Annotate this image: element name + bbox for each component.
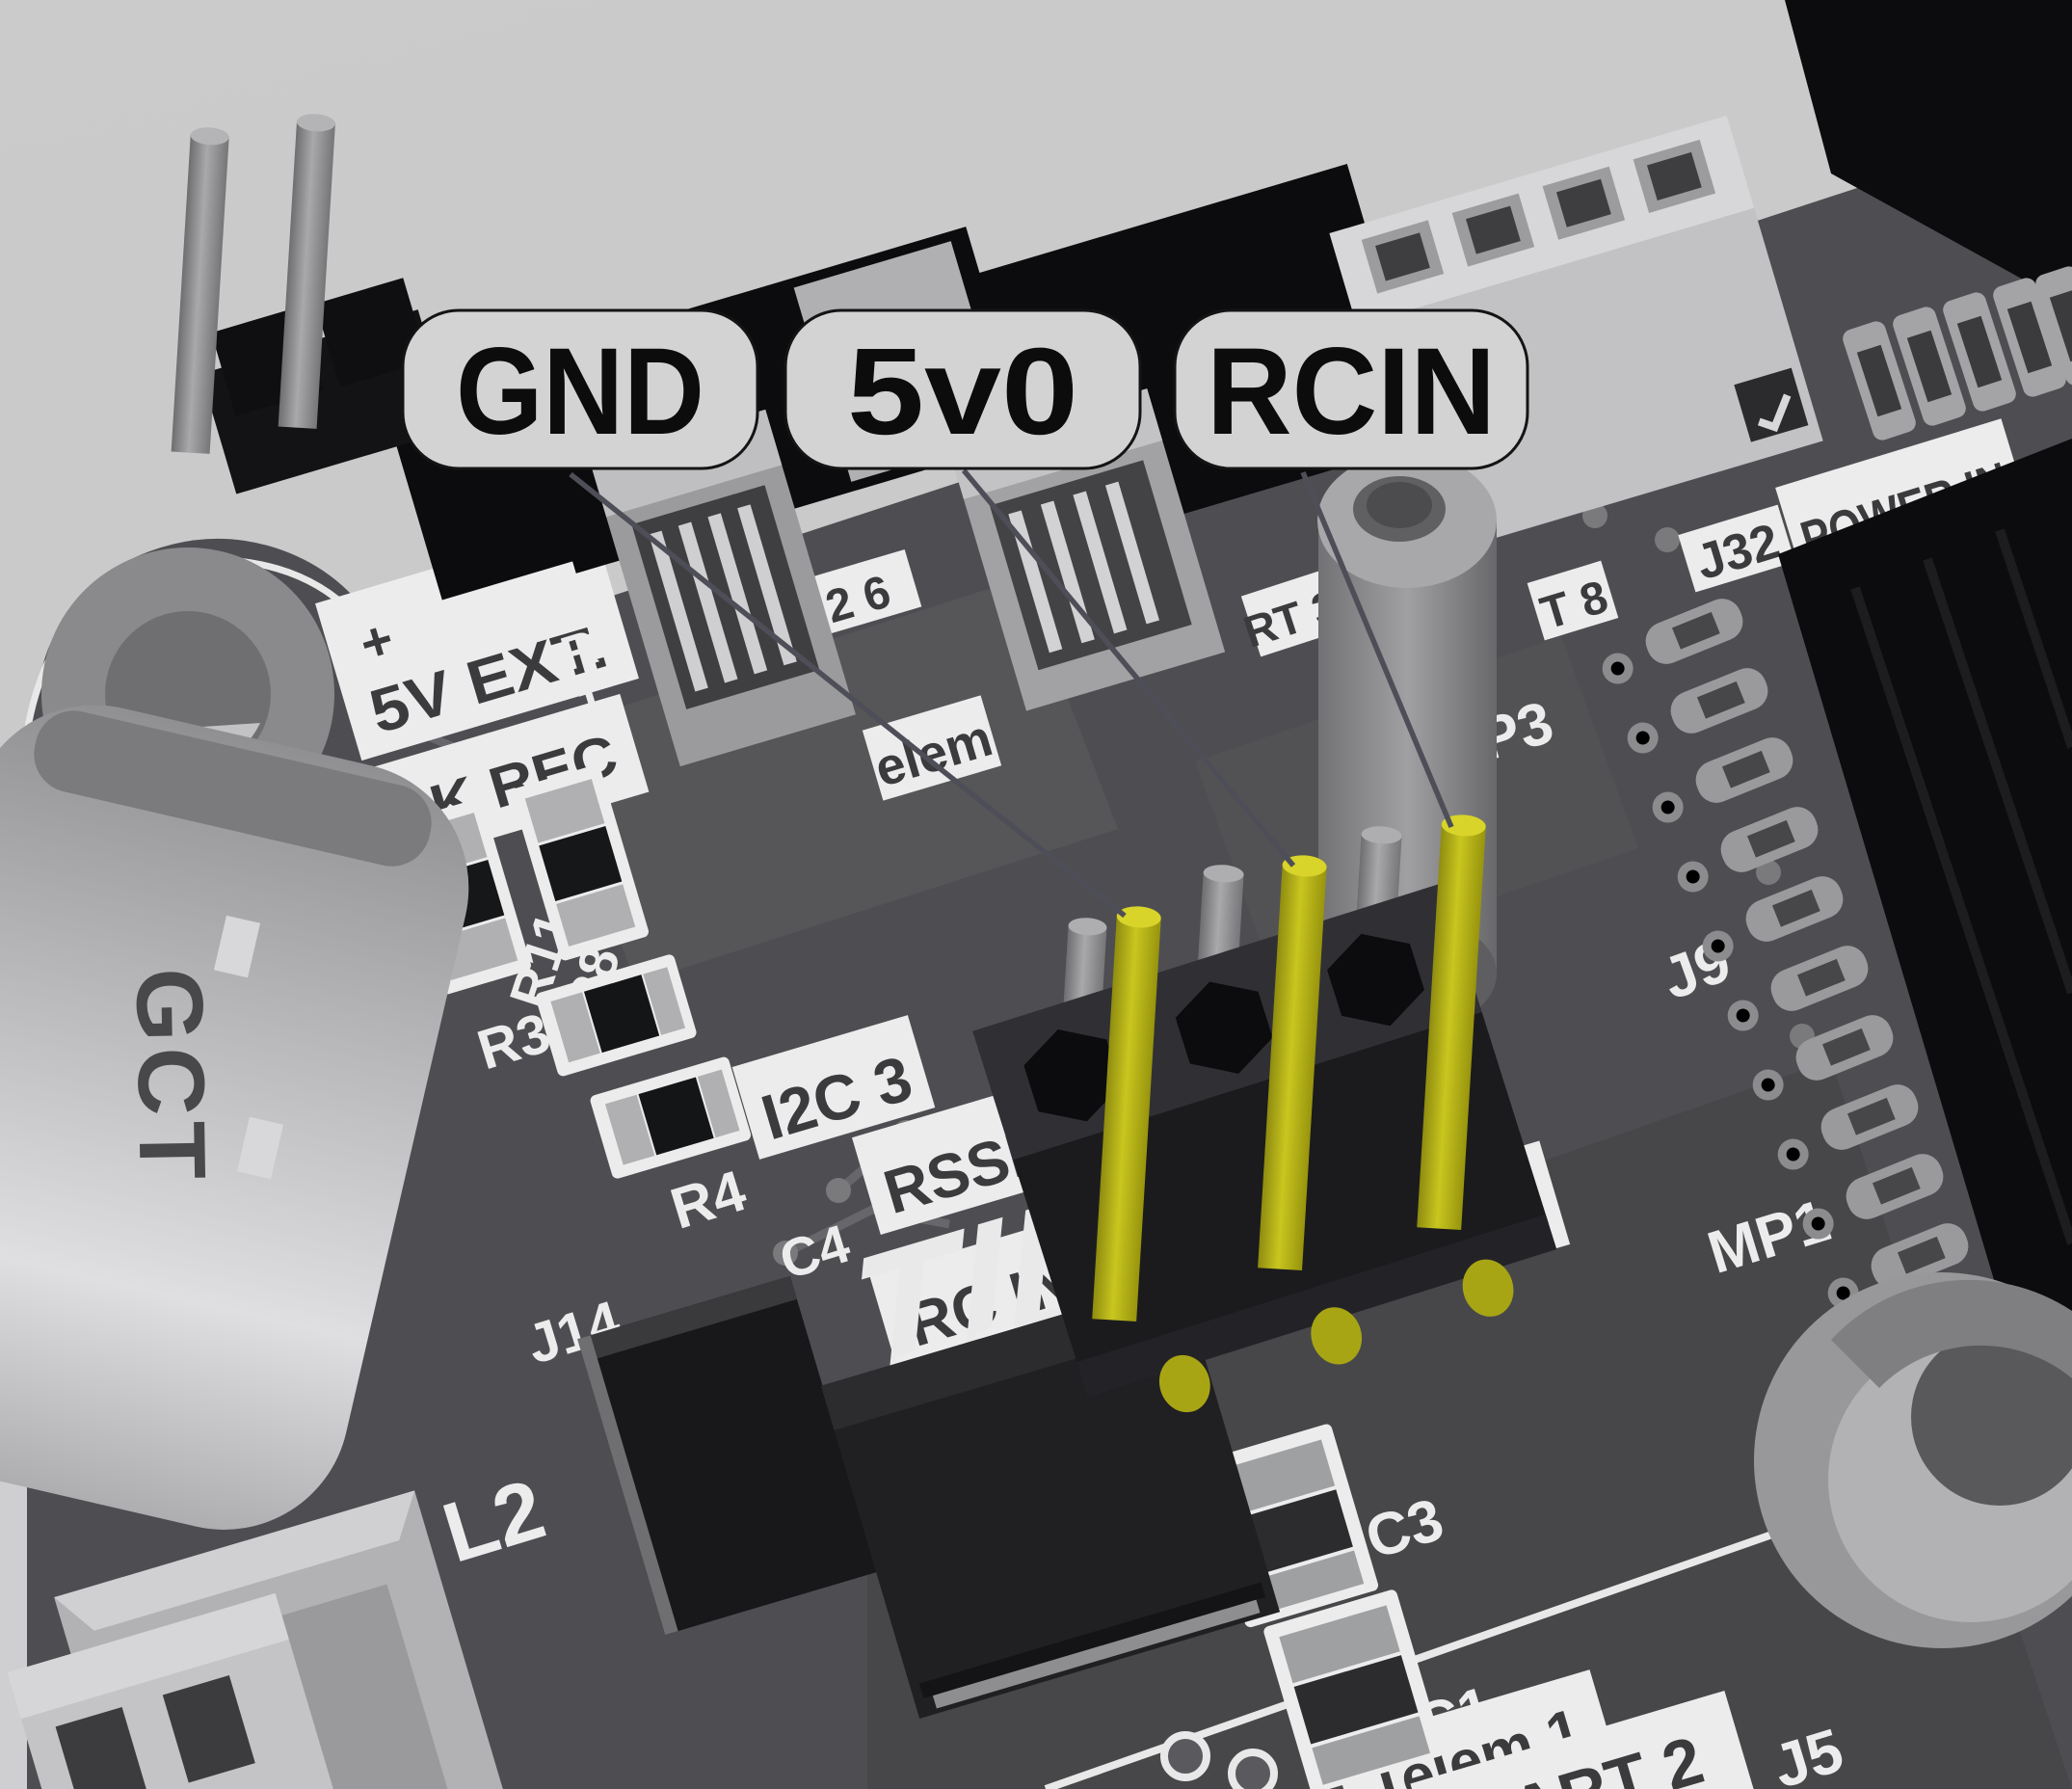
leader-lines — [569, 468, 1454, 919]
board-left-edge — [0, 1427, 27, 1789]
board-to-board-connector — [1778, 439, 2072, 1542]
callout-rcin: RCIN — [1173, 308, 1529, 470]
ext-power-header — [171, 114, 454, 494]
yellow-pin-gnd — [1092, 906, 1161, 1322]
rcin-header — [972, 814, 1557, 1413]
usb-tab-1 — [213, 915, 261, 978]
callout-gnd: GND — [401, 308, 759, 470]
usb-shell-brand: GCT — [117, 967, 226, 1186]
edge-vias — [1160, 1731, 1278, 1789]
header-pin-left — [171, 127, 229, 454]
leader-line-5v0 — [961, 468, 1296, 868]
corner-black-connector — [1785, 0, 2072, 307]
usb-tab-2 — [236, 1116, 284, 1180]
polarity-mark — [1734, 367, 1809, 442]
leader-line-gnd — [569, 471, 1127, 919]
usb-c-connector: GCT — [0, 705, 469, 1530]
callout-5v0-label: 5v0 — [847, 323, 1078, 461]
silk-rt3: RT 3 — [1237, 571, 1344, 657]
yellow-pin-5v0 — [1258, 855, 1327, 1271]
mp1-standoff — [1754, 1272, 2072, 1648]
header-pin-right — [278, 114, 335, 429]
callout-5v0: 5v0 — [784, 308, 1142, 470]
leader-line-rcin — [1300, 470, 1454, 829]
corner-jst-connector — [7, 1592, 334, 1789]
silk-5v-ext: + - 5V EXT. — [315, 520, 639, 761]
callout-gnd-label: GND — [456, 323, 704, 461]
callout-rcin-label: RCIN — [1207, 323, 1496, 461]
smd-r3-pair — [536, 954, 752, 1179]
connector-texture — [1850, 528, 2072, 1245]
yellow-pin-rcin — [1417, 814, 1486, 1231]
ic-a — [577, 1275, 878, 1636]
